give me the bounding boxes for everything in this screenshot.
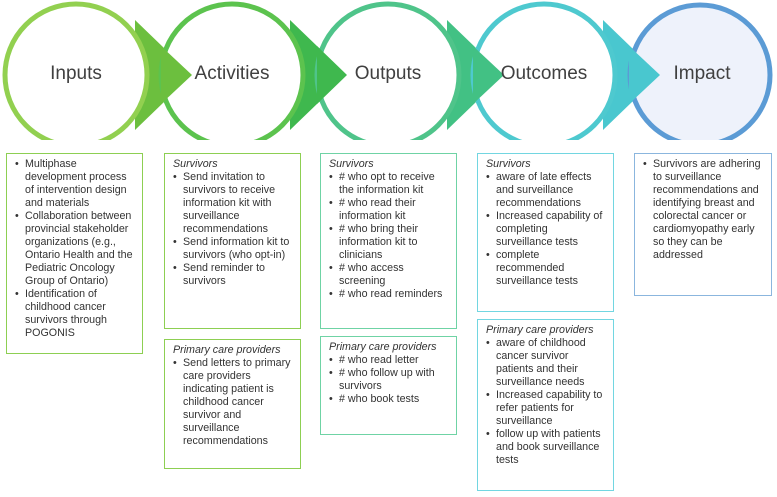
list-item: Send reminder to survivors (173, 262, 294, 288)
stage-label-inputs: Inputs (50, 63, 102, 84)
list-item: # who follow up with survivors (329, 367, 450, 393)
list-item: Send letters to primary care providers i… (173, 357, 294, 448)
box-heading: Primary care providers (329, 341, 437, 353)
impact-box: Survivors are adhering to surveillance r… (634, 153, 772, 296)
list-item: Survivors are adhering to surveillance r… (643, 158, 765, 262)
box-heading: Survivors (173, 158, 218, 170)
list-item: Increased capability to refer patients f… (486, 389, 607, 428)
list-item: # who read letter (329, 354, 450, 367)
inputs-box: Multiphase development process of interv… (6, 153, 143, 354)
stage-label-activities: Activities (194, 63, 270, 84)
box-heading: Primary care providers (486, 324, 594, 336)
list-item: complete recommended surveillance tests (486, 249, 607, 288)
list-item: Identification of childhood cancer survi… (15, 288, 136, 340)
list-item: # who bring their information kit to cli… (329, 223, 450, 262)
list-item: Send invitation to survivors to receive … (173, 171, 294, 236)
stage-label-outcomes: Outcomes (500, 63, 588, 84)
box-heading: Survivors (486, 158, 531, 170)
list-item: # who read reminders (329, 288, 450, 301)
stage-label-outputs: Outputs (354, 63, 422, 84)
activities-survivors-box: Survivors Send invitation to survivors t… (164, 153, 301, 329)
list-item: # who access screening (329, 262, 450, 288)
list-item: follow up with patients and book surveil… (486, 428, 607, 467)
outputs-pcp-box: Primary care providers # who read letter… (320, 336, 457, 435)
activities-pcp-box: Primary care providers Send letters to p… (164, 339, 301, 469)
list-item: # who opt to receive the information kit (329, 171, 450, 197)
outcomes-survivors-box: Survivors aware of late effects and surv… (477, 153, 614, 312)
list-item: Send information kit to survivors (who o… (173, 236, 294, 262)
stage-label-impact: Impact (673, 63, 731, 84)
stage-circle-inputs (2, 1, 150, 140)
outcomes-pcp-box: Primary care providers aware of childhoo… (477, 319, 614, 491)
box-heading: Survivors (329, 158, 374, 170)
list-item: Increased capability of completing surve… (486, 210, 607, 249)
list-item: aware of late effects and surveillance r… (486, 171, 607, 210)
box-heading: Primary care providers (173, 344, 281, 356)
list-item: aware of childhood cancer survivor patie… (486, 337, 607, 389)
list-item: Collaboration between provincial stakeho… (15, 210, 136, 288)
list-item: # who book tests (329, 393, 450, 406)
list-item: Multiphase development process of interv… (15, 158, 136, 210)
outputs-survivors-box: Survivors # who opt to receive the infor… (320, 153, 457, 329)
list-item: # who read their information kit (329, 197, 450, 223)
